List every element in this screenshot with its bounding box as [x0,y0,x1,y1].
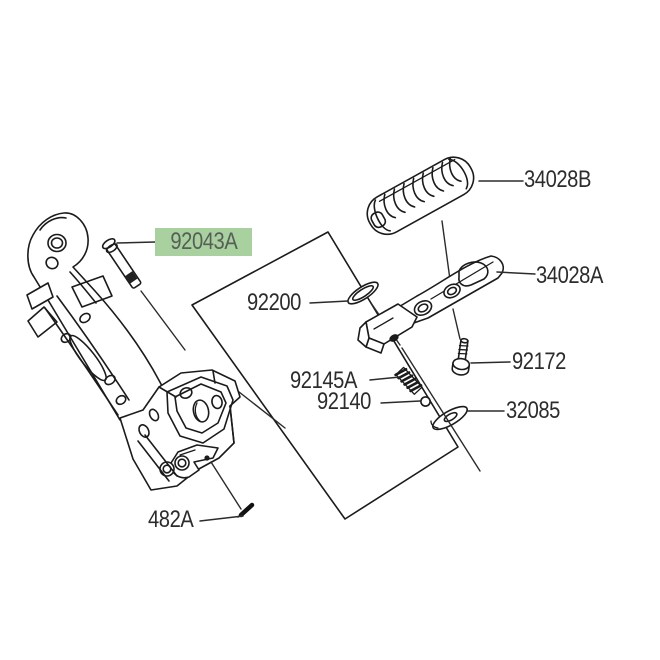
ball-drawing [420,396,431,407]
assembly-box-outline [191,231,459,520]
part-label-92043a-highlighted: 92043A [155,228,252,256]
part-label-92172: 92172 [512,348,566,375]
part-label-34028a: 34028A [536,262,603,289]
top-washer-drawing [347,281,379,305]
cotter-pin-drawing [210,461,255,518]
part-number-text: 92043A [170,228,237,255]
part-label-92145a: 92145A [290,367,357,394]
part-label-32085: 32085 [506,397,560,424]
pivot-axis-line [401,347,481,472]
part-label-34028b: 34028B [524,166,591,193]
frame-bracket-drawing [26,212,241,491]
bolt-drawing [451,337,471,376]
bottom-washer-drawing [430,405,469,431]
part-label-482a: 482A [148,506,194,533]
rubber-pad-drawing [366,156,475,236]
pivot-pin-drawing [101,238,142,289]
leader-lines [116,180,536,522]
part-label-92140: 92140 [317,388,371,415]
footpeg-bracket-drawing [357,255,505,354]
part-label-92200: 92200 [247,289,301,316]
